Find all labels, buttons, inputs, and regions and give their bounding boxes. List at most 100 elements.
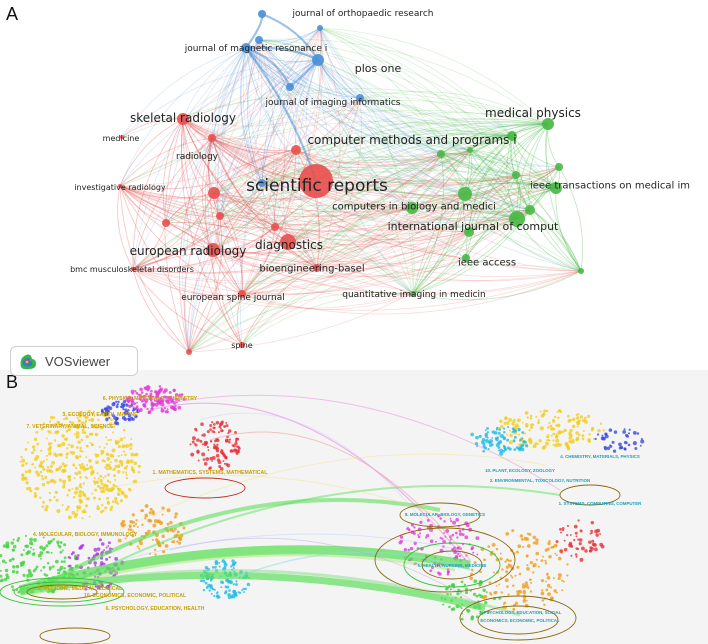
network-node-n16[interactable] bbox=[280, 234, 296, 250]
journal-point bbox=[130, 437, 133, 440]
network-node-n21[interactable] bbox=[410, 291, 416, 297]
journal-point bbox=[109, 481, 112, 484]
journal-point bbox=[504, 560, 507, 563]
journal-point bbox=[113, 467, 116, 470]
journal-point bbox=[108, 556, 111, 559]
network-node-n17[interactable] bbox=[313, 264, 321, 272]
network-node[interactable] bbox=[512, 171, 520, 179]
network-node[interactable] bbox=[255, 36, 263, 44]
network-node-n13[interactable] bbox=[406, 202, 418, 214]
journal-point bbox=[96, 484, 100, 488]
journal-point bbox=[150, 401, 154, 405]
network-link bbox=[132, 268, 582, 311]
network-node-n14[interactable] bbox=[509, 211, 525, 227]
journal-point bbox=[545, 573, 549, 576]
journal-point bbox=[456, 591, 460, 596]
network-node[interactable] bbox=[162, 219, 170, 227]
region-label: 2. MEDICINE, MEDICAL, CLINICAL bbox=[38, 586, 124, 592]
network-node[interactable] bbox=[525, 205, 535, 215]
network-node-n7[interactable] bbox=[120, 135, 124, 139]
citation-link bbox=[209, 431, 471, 561]
network-link bbox=[274, 200, 518, 228]
network-node[interactable] bbox=[467, 147, 473, 153]
network-node[interactable] bbox=[437, 150, 445, 158]
journal-point bbox=[201, 443, 204, 446]
network-node[interactable] bbox=[317, 25, 323, 31]
network-node[interactable] bbox=[464, 227, 474, 237]
network-node-n11[interactable] bbox=[118, 184, 122, 188]
network-node[interactable] bbox=[356, 94, 364, 102]
journal-point bbox=[140, 395, 144, 399]
journal-point bbox=[475, 536, 480, 541]
network-node-n19[interactable] bbox=[462, 254, 470, 262]
journal-point bbox=[62, 479, 67, 484]
network-node[interactable] bbox=[291, 145, 301, 155]
network-link bbox=[241, 231, 470, 296]
journal-point bbox=[46, 480, 50, 485]
network-node[interactable] bbox=[578, 268, 584, 274]
network-node[interactable] bbox=[216, 212, 224, 220]
network-node[interactable] bbox=[555, 163, 563, 171]
network-node-n18[interactable] bbox=[131, 267, 135, 271]
network-link bbox=[219, 215, 414, 295]
journal-point bbox=[25, 544, 30, 549]
network-link bbox=[315, 133, 513, 182]
network-node-n22[interactable] bbox=[239, 342, 245, 348]
journal-point bbox=[63, 465, 66, 468]
network-link bbox=[119, 185, 221, 217]
network-node[interactable] bbox=[458, 187, 472, 201]
network-node-n2[interactable] bbox=[241, 43, 251, 53]
network-link bbox=[245, 47, 361, 99]
network-node-n5[interactable] bbox=[542, 118, 554, 130]
network-link bbox=[359, 97, 518, 220]
network-link bbox=[316, 135, 513, 269]
network-node-n9[interactable] bbox=[208, 134, 216, 142]
network-link bbox=[132, 118, 184, 270]
network-link bbox=[359, 91, 549, 125]
network-node-n20[interactable] bbox=[238, 290, 246, 298]
network-node-n10[interactable] bbox=[299, 164, 333, 198]
region-label: 10. PLANT, ECOLOGY, ZOOLOGY bbox=[485, 468, 555, 473]
network-node-n4[interactable] bbox=[286, 83, 294, 91]
network-node-n1[interactable] bbox=[258, 10, 266, 18]
journal-point bbox=[499, 448, 504, 453]
network-node[interactable] bbox=[186, 349, 192, 355]
network-node-n8[interactable] bbox=[507, 131, 517, 141]
network-link bbox=[182, 118, 276, 228]
network-link bbox=[182, 118, 317, 182]
journal-point bbox=[235, 439, 238, 443]
network-link bbox=[211, 137, 442, 168]
network-node[interactable] bbox=[271, 223, 279, 231]
journal-point bbox=[627, 432, 631, 435]
journal-point bbox=[43, 573, 47, 576]
journal-point bbox=[618, 446, 622, 450]
network-node[interactable] bbox=[208, 187, 220, 199]
journal-point bbox=[127, 408, 130, 412]
journal-point bbox=[174, 527, 177, 531]
journal-point bbox=[541, 446, 546, 450]
journal-point bbox=[136, 526, 139, 528]
network-node-n3[interactable] bbox=[312, 54, 324, 66]
journal-point bbox=[544, 559, 547, 563]
network-link bbox=[469, 123, 549, 151]
journal-point bbox=[549, 424, 553, 428]
network-node-n12[interactable] bbox=[550, 182, 562, 194]
network-link bbox=[165, 221, 414, 295]
network-link bbox=[212, 209, 531, 263]
network-node-n6[interactable] bbox=[177, 113, 189, 125]
journal-point bbox=[512, 584, 515, 588]
journal-point bbox=[530, 423, 533, 427]
network-link bbox=[412, 231, 470, 295]
journal-point bbox=[197, 459, 200, 462]
journal-point bbox=[61, 434, 65, 438]
panel-label-b: B bbox=[6, 372, 19, 392]
journal-point bbox=[94, 585, 97, 588]
network-link bbox=[182, 118, 557, 197]
network-link bbox=[319, 27, 531, 211]
journal-point bbox=[39, 545, 44, 550]
network-node[interactable] bbox=[258, 179, 266, 187]
network-node-n15[interactable] bbox=[206, 243, 220, 257]
